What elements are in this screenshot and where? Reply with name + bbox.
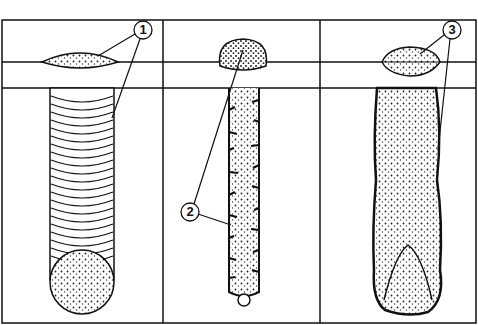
callout-circle <box>134 21 461 221</box>
bead-section <box>219 39 266 70</box>
bead-plan <box>229 88 259 306</box>
bead-plan <box>50 88 114 314</box>
bead-plan <box>373 88 441 315</box>
table-frame <box>2 20 476 323</box>
callout-number: 2 <box>181 203 199 221</box>
callout-number: 1 <box>134 21 152 39</box>
bead-section <box>382 47 440 76</box>
leader-line <box>98 34 450 225</box>
callout-number: 3 <box>443 21 461 39</box>
bead-section <box>42 53 118 68</box>
